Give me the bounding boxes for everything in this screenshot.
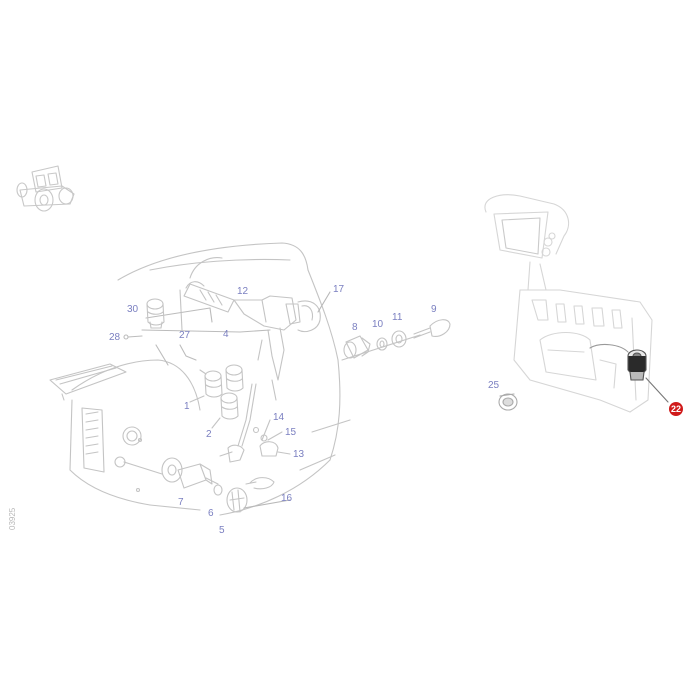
callout-14[interactable]: 14 bbox=[273, 412, 285, 423]
callout-2[interactable]: 2 bbox=[206, 429, 212, 440]
right-armrest-console bbox=[484, 194, 653, 413]
wiring-harness bbox=[219, 383, 257, 463]
ring-10 bbox=[376, 337, 388, 351]
callout-17[interactable]: 17 bbox=[333, 284, 345, 295]
callout-4[interactable]: 4 bbox=[223, 329, 229, 340]
ring-6 bbox=[213, 484, 223, 496]
callout-6[interactable]: 6 bbox=[208, 508, 214, 519]
callout-30[interactable]: 30 bbox=[127, 304, 139, 315]
callout-9[interactable]: 9 bbox=[431, 304, 437, 315]
callout-11[interactable]: 11 bbox=[392, 312, 403, 323]
main-console-housing bbox=[117, 242, 421, 516]
lever-12 bbox=[179, 281, 321, 333]
switch-block-7 bbox=[161, 457, 219, 489]
callout-10[interactable]: 10 bbox=[372, 319, 384, 330]
nut-11 bbox=[391, 330, 407, 348]
callout-7[interactable]: 7 bbox=[178, 497, 184, 508]
callout-15[interactable]: 15 bbox=[285, 427, 297, 438]
tractor-thumbnail-icon bbox=[16, 165, 75, 212]
ignition-switch-8 bbox=[343, 335, 371, 359]
switch-30 bbox=[146, 298, 165, 329]
callout-8[interactable]: 8 bbox=[352, 322, 358, 333]
bracket-27 bbox=[123, 307, 271, 366]
switch-cluster-1-2-4 bbox=[189, 364, 244, 429]
key-9 bbox=[413, 319, 451, 339]
callout-5[interactable]: 5 bbox=[219, 525, 225, 536]
callout-27[interactable]: 27 bbox=[179, 330, 191, 341]
clip-16 bbox=[245, 477, 275, 490]
lower-console-body bbox=[49, 359, 201, 511]
callout-13[interactable]: 13 bbox=[293, 449, 305, 460]
connector-13-14-15 bbox=[252, 419, 291, 457]
knob-5 bbox=[226, 487, 248, 513]
callout-28[interactable]: 28 bbox=[109, 332, 121, 343]
callout-22-highlighted[interactable]: 22 bbox=[669, 402, 683, 416]
lever-shaft bbox=[257, 327, 285, 401]
callout-1[interactable]: 1 bbox=[184, 401, 190, 412]
callout-16[interactable]: 16 bbox=[281, 493, 293, 504]
diagram-code: 03925 bbox=[8, 507, 17, 530]
switch-22-highlighted bbox=[589, 343, 669, 403]
callout-12[interactable]: 12 bbox=[237, 286, 249, 297]
switch-25 bbox=[498, 393, 518, 411]
callout-25[interactable]: 25 bbox=[488, 380, 500, 391]
